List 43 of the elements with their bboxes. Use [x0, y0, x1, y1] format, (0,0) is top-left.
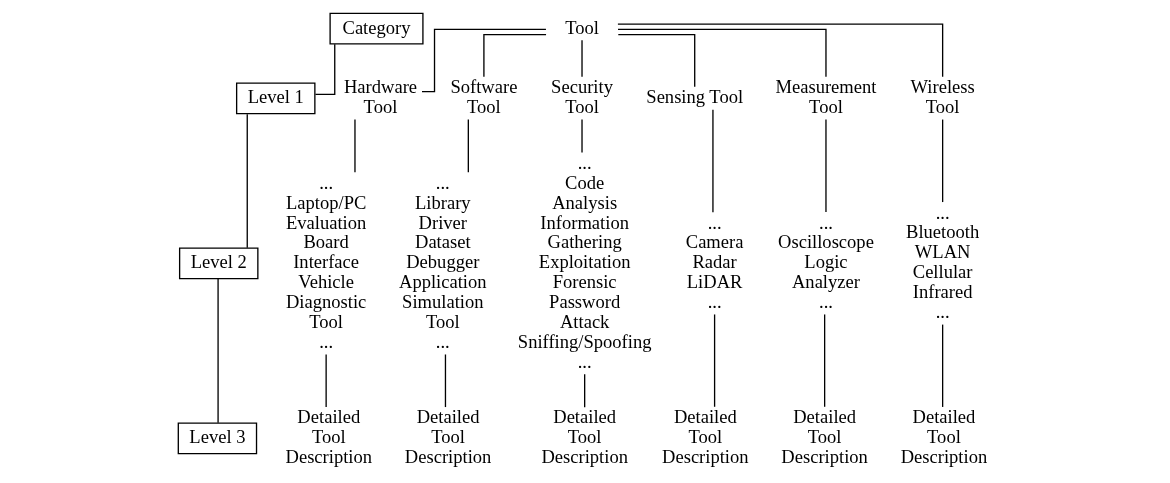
connector [941, 323, 944, 408]
connector [713, 313, 716, 408]
connector [825, 118, 827, 213]
node-text: Tool [565, 16, 599, 38]
node-text: ... Oscilloscope Logic Analyzer ... [778, 211, 874, 313]
connector [217, 278, 219, 424]
node-box: Level 2 [178, 247, 259, 280]
node-text: ... Library Driver Dataset Debugger Application Simulation Tool ... [399, 171, 487, 352]
connector [617, 23, 944, 78]
node-text: ... Camera Radar LiDAR ... [685, 211, 744, 313]
connector [584, 373, 586, 408]
node-text: Detailed Tool Description [662, 406, 749, 468]
connector [246, 113, 248, 249]
connector [467, 118, 469, 173]
node-box: Level 3 [177, 422, 258, 455]
connector [354, 118, 356, 173]
connector [941, 118, 944, 203]
connector [712, 109, 714, 213]
node-text: ... Laptop/PC Evaluation Board Interface Vehicle Diagnostic Tool ... [285, 171, 367, 352]
node-text: Detailed Tool Description [285, 406, 373, 468]
node-text: Detailed Tool Description [541, 406, 628, 468]
node-text: Hardware Tool [343, 76, 418, 118]
node-text: Software Tool [450, 76, 518, 118]
connector [617, 34, 696, 88]
node-text: Sensing Tool [646, 86, 744, 108]
connector [325, 353, 327, 408]
connector [581, 118, 583, 154]
connector [483, 34, 547, 78]
connector [617, 28, 827, 78]
node-box: Category [329, 12, 424, 45]
node-text: ... Code Analysis Information Gathering Exploitation Forensic Password Attack Sniffing/Spoofing ... [517, 151, 652, 372]
node-text: Detailed Tool Description [781, 406, 868, 468]
node-text: Measurement Tool [775, 76, 877, 118]
connector [823, 313, 826, 408]
node-box: Level 1 [235, 82, 316, 115]
node-text: Wireless Tool [910, 76, 975, 118]
node-text: Detailed Tool Description [900, 406, 988, 468]
connector [314, 43, 336, 95]
node-text: Detailed Tool Description [404, 406, 492, 468]
connector [581, 39, 583, 78]
node-text: Security Tool [551, 76, 613, 118]
node-text: ... Bluetooth WLAN Cellular Infrared ... [906, 201, 980, 322]
connector [444, 353, 447, 408]
